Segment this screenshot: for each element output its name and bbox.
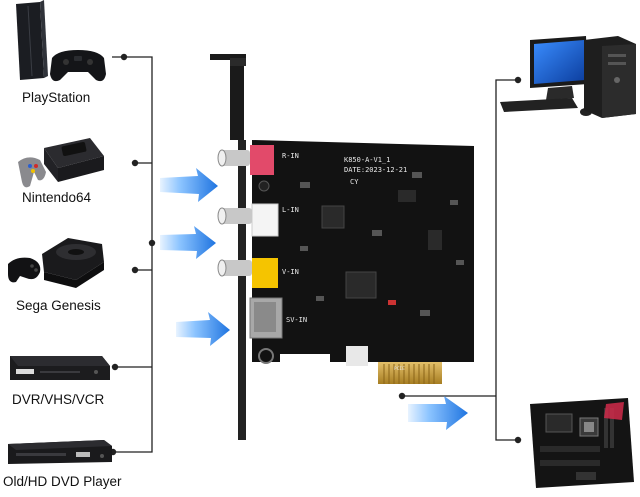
- chip: [345, 271, 377, 299]
- s-video-port: [249, 297, 283, 364]
- device-label-dvr: DVR/VHS/VCR: [12, 392, 105, 407]
- device-label-sega-genesis: Sega Genesis: [16, 298, 101, 313]
- arrow-icon-4: [408, 396, 468, 430]
- left-connector-dots: [109, 53, 156, 456]
- device-label-playstation: PlayStation: [22, 90, 91, 105]
- rca-port-red: [217, 145, 274, 192]
- port-label-sv-in: SV-IN: [286, 316, 307, 324]
- arrow-icon-3: [176, 312, 230, 346]
- pcie-gold-fingers: [378, 362, 442, 384]
- motherboard-icon: [530, 398, 634, 488]
- dvr-player-icon: [10, 356, 110, 380]
- pcb-date-label: DATE:2023-12-21: [344, 166, 407, 174]
- white-connector: [346, 346, 368, 366]
- dvd-player-icon: [8, 440, 112, 464]
- pcie-bracket: [210, 54, 246, 440]
- pcb-model-label: K850-A-V1_1: [344, 156, 390, 164]
- chip: [398, 190, 416, 202]
- capture-card-pcb: K850-A-V1_1 DATE:2023-12-21 CY PCIE R-IN…: [252, 140, 474, 384]
- rca-port-yellow: [217, 258, 278, 288]
- chip: [428, 230, 442, 250]
- input-arrows: [160, 168, 468, 430]
- port-label-l-in: L-IN: [282, 206, 299, 214]
- pcb-slot-label: PCIE: [394, 366, 405, 372]
- playstation-console-icon: [16, 0, 106, 82]
- nintendo64-console-icon: [18, 138, 104, 188]
- device-label-dvd-player: Old/HD DVD Player: [3, 474, 122, 489]
- right-connector-lines: [400, 79, 518, 441]
- port-label-v-in: V-IN: [282, 268, 299, 276]
- arrow-icon-2: [160, 226, 216, 259]
- sega-genesis-console-icon: [8, 238, 104, 288]
- pcb-maker-label: CY: [350, 178, 359, 186]
- rca-port-white: [217, 203, 279, 237]
- device-label-nintendo64: Nintendo64: [22, 190, 92, 205]
- port-label-r-in: R-IN: [282, 152, 299, 160]
- desktop-computer-icon: [500, 36, 636, 118]
- arrow-icon-1: [160, 168, 218, 202]
- left-connector-lines: [112, 56, 153, 453]
- right-connector-dots: [398, 76, 522, 444]
- chip: [321, 205, 345, 229]
